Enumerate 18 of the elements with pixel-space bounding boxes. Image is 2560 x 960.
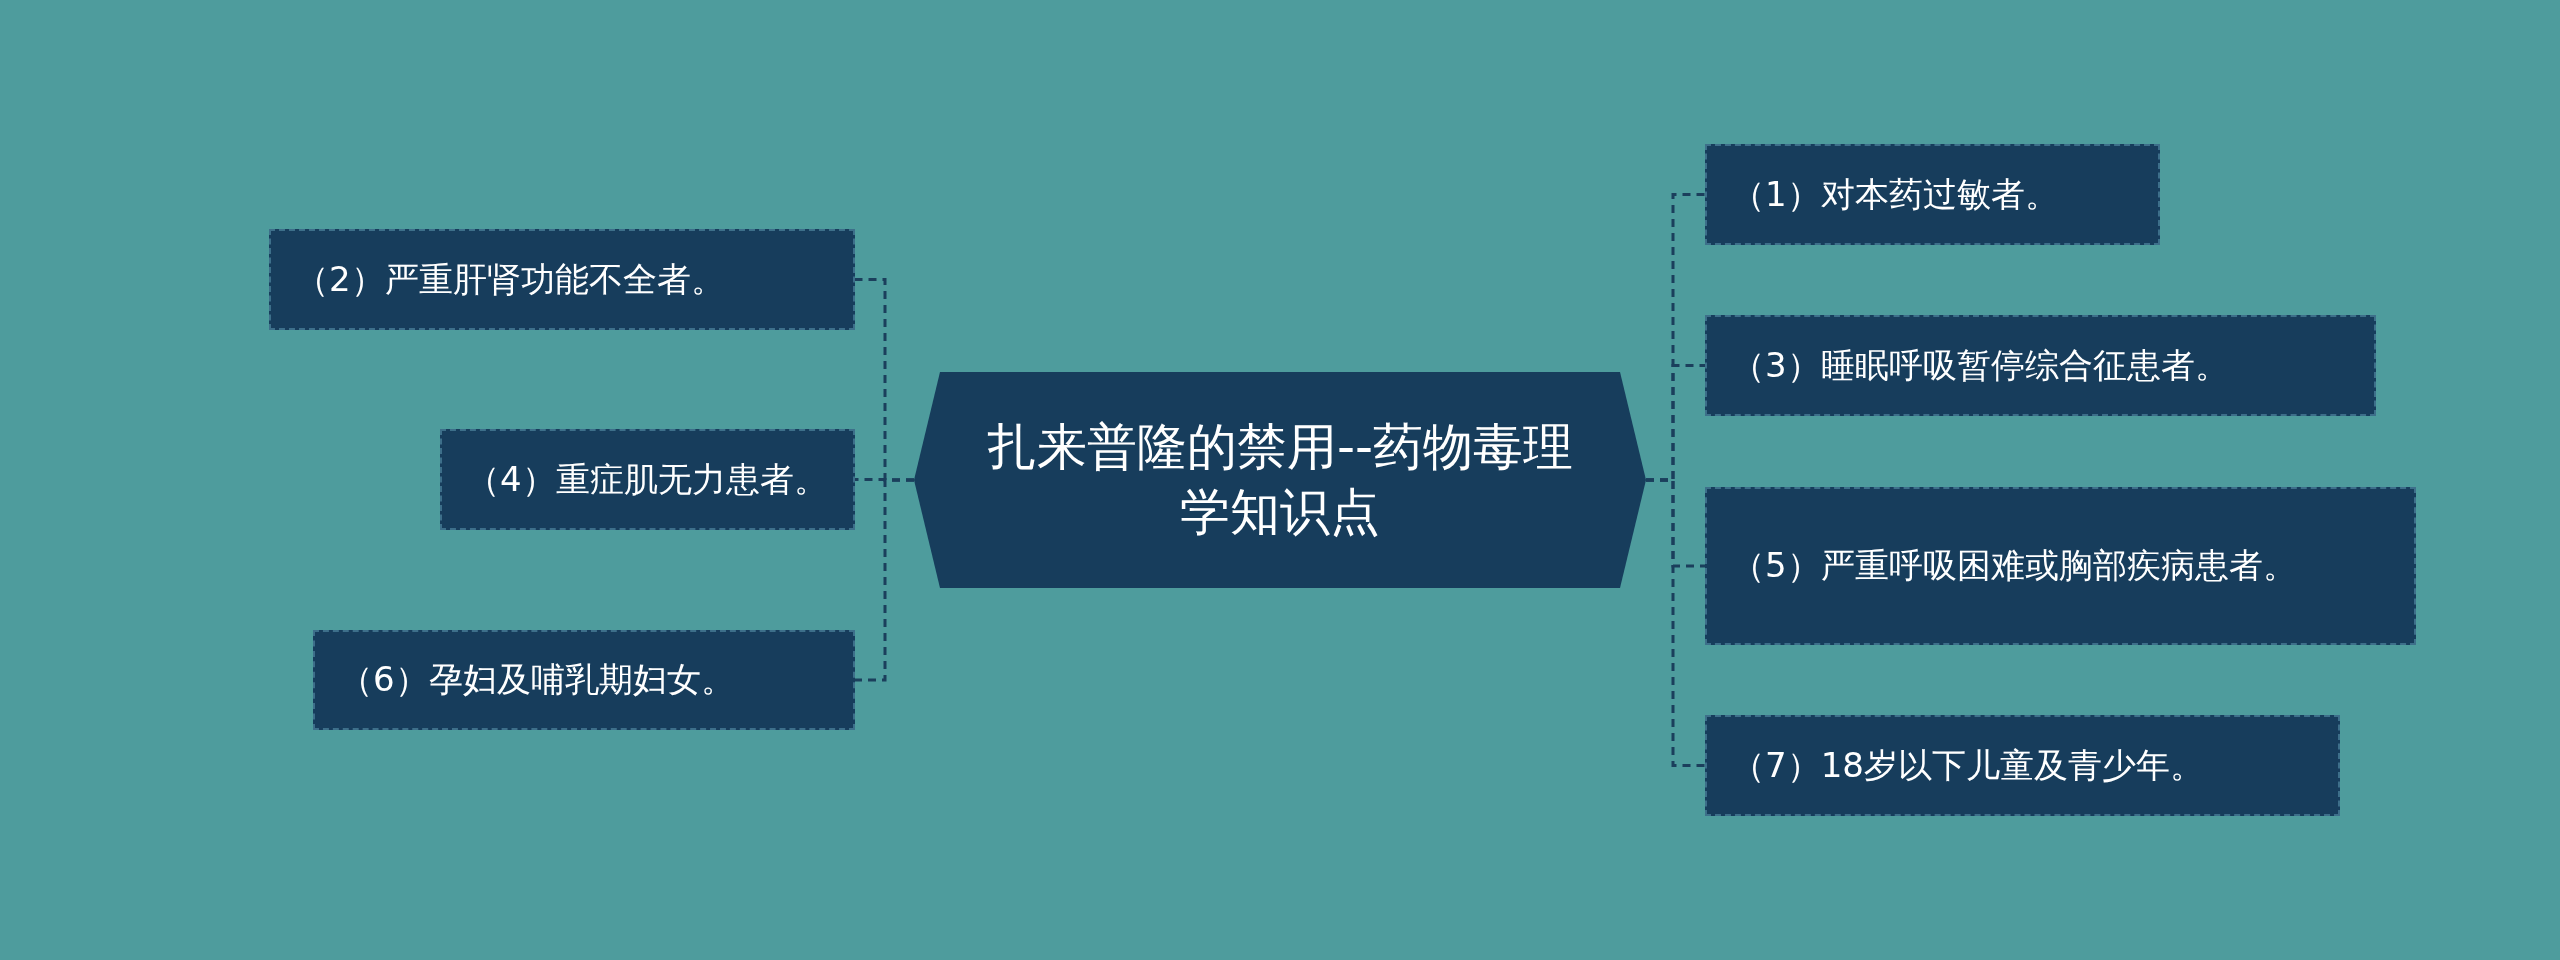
topic-box [1705, 715, 2340, 816]
topic-text: （3）睡眠呼吸暂停综合征患者。 [1731, 343, 2229, 387]
topic-box [313, 630, 855, 730]
topic-box [440, 429, 855, 530]
topic-box [1705, 315, 2376, 416]
topic-box [269, 229, 855, 330]
connector-line [855, 478, 914, 682]
topic-text: （5）严重呼吸困难或胸部疾病患者。 [1731, 544, 2297, 588]
connector-line [1646, 478, 1705, 767]
topic-box [1705, 144, 2160, 245]
topic-text: （2）严重肝肾功能不全者。 [295, 257, 725, 301]
topic-box [1705, 487, 2416, 645]
topic-text: （4）重症肌无力患者。 [466, 457, 828, 501]
topic-text: （7）18岁以下儿童及青少年。 [1731, 743, 2204, 787]
central-topic-hexagon [914, 372, 1646, 588]
topic-text: （6）孕妇及哺乳期妇女。 [339, 658, 735, 702]
central-topic-text: 扎来普隆的禁用--药物毒理学知识点 [985, 417, 1575, 543]
topic-text: （1）对本药过敏者。 [1731, 172, 2059, 216]
